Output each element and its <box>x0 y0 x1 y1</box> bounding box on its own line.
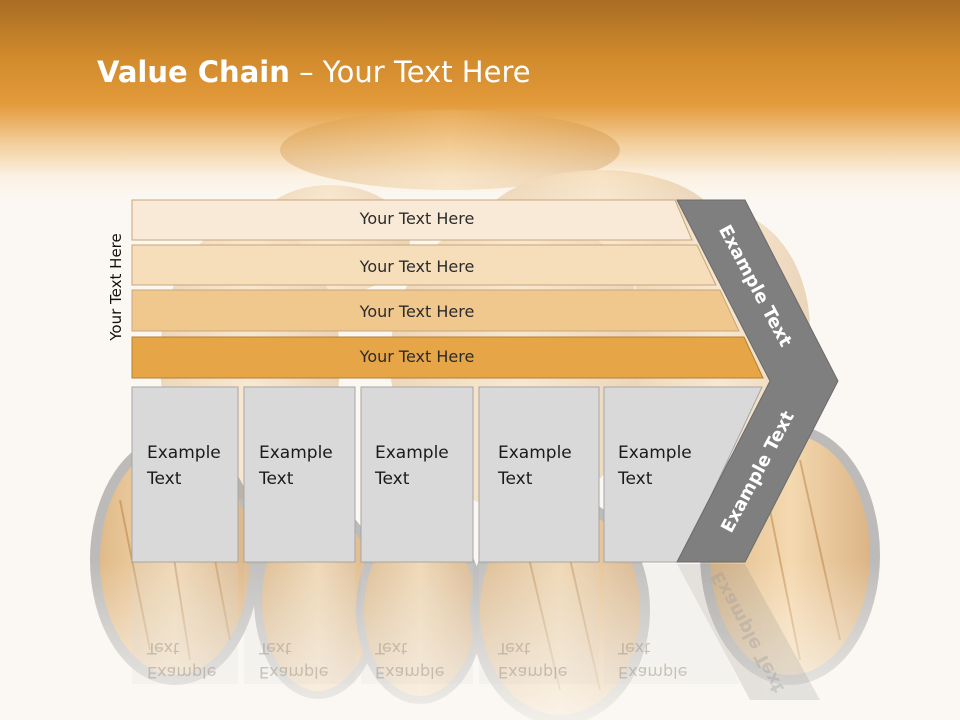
slide-title: Value Chain – Your Text Here <box>97 55 531 89</box>
band-4-label: Your Text Here <box>359 347 475 366</box>
box-1-shape <box>131 386 239 563</box>
box-3-shape <box>360 386 474 563</box>
band-3-shape <box>131 289 740 332</box>
band-2-label: Your Text Here <box>359 257 475 276</box>
band-3-label: Your Text Here <box>359 302 475 321</box>
chevron-arrow-shape <box>676 199 839 563</box>
box-4-shape <box>478 386 600 563</box>
title-rest: – Your Text Here <box>289 55 531 89</box>
band-4-shape <box>131 336 764 379</box>
band-1-label: Your Text Here <box>359 209 475 228</box>
band-2-shape <box>131 244 717 286</box>
title-bold: Value Chain <box>97 55 290 89</box>
box-2-shape <box>243 386 356 563</box>
band-1-shape <box>131 199 693 241</box>
